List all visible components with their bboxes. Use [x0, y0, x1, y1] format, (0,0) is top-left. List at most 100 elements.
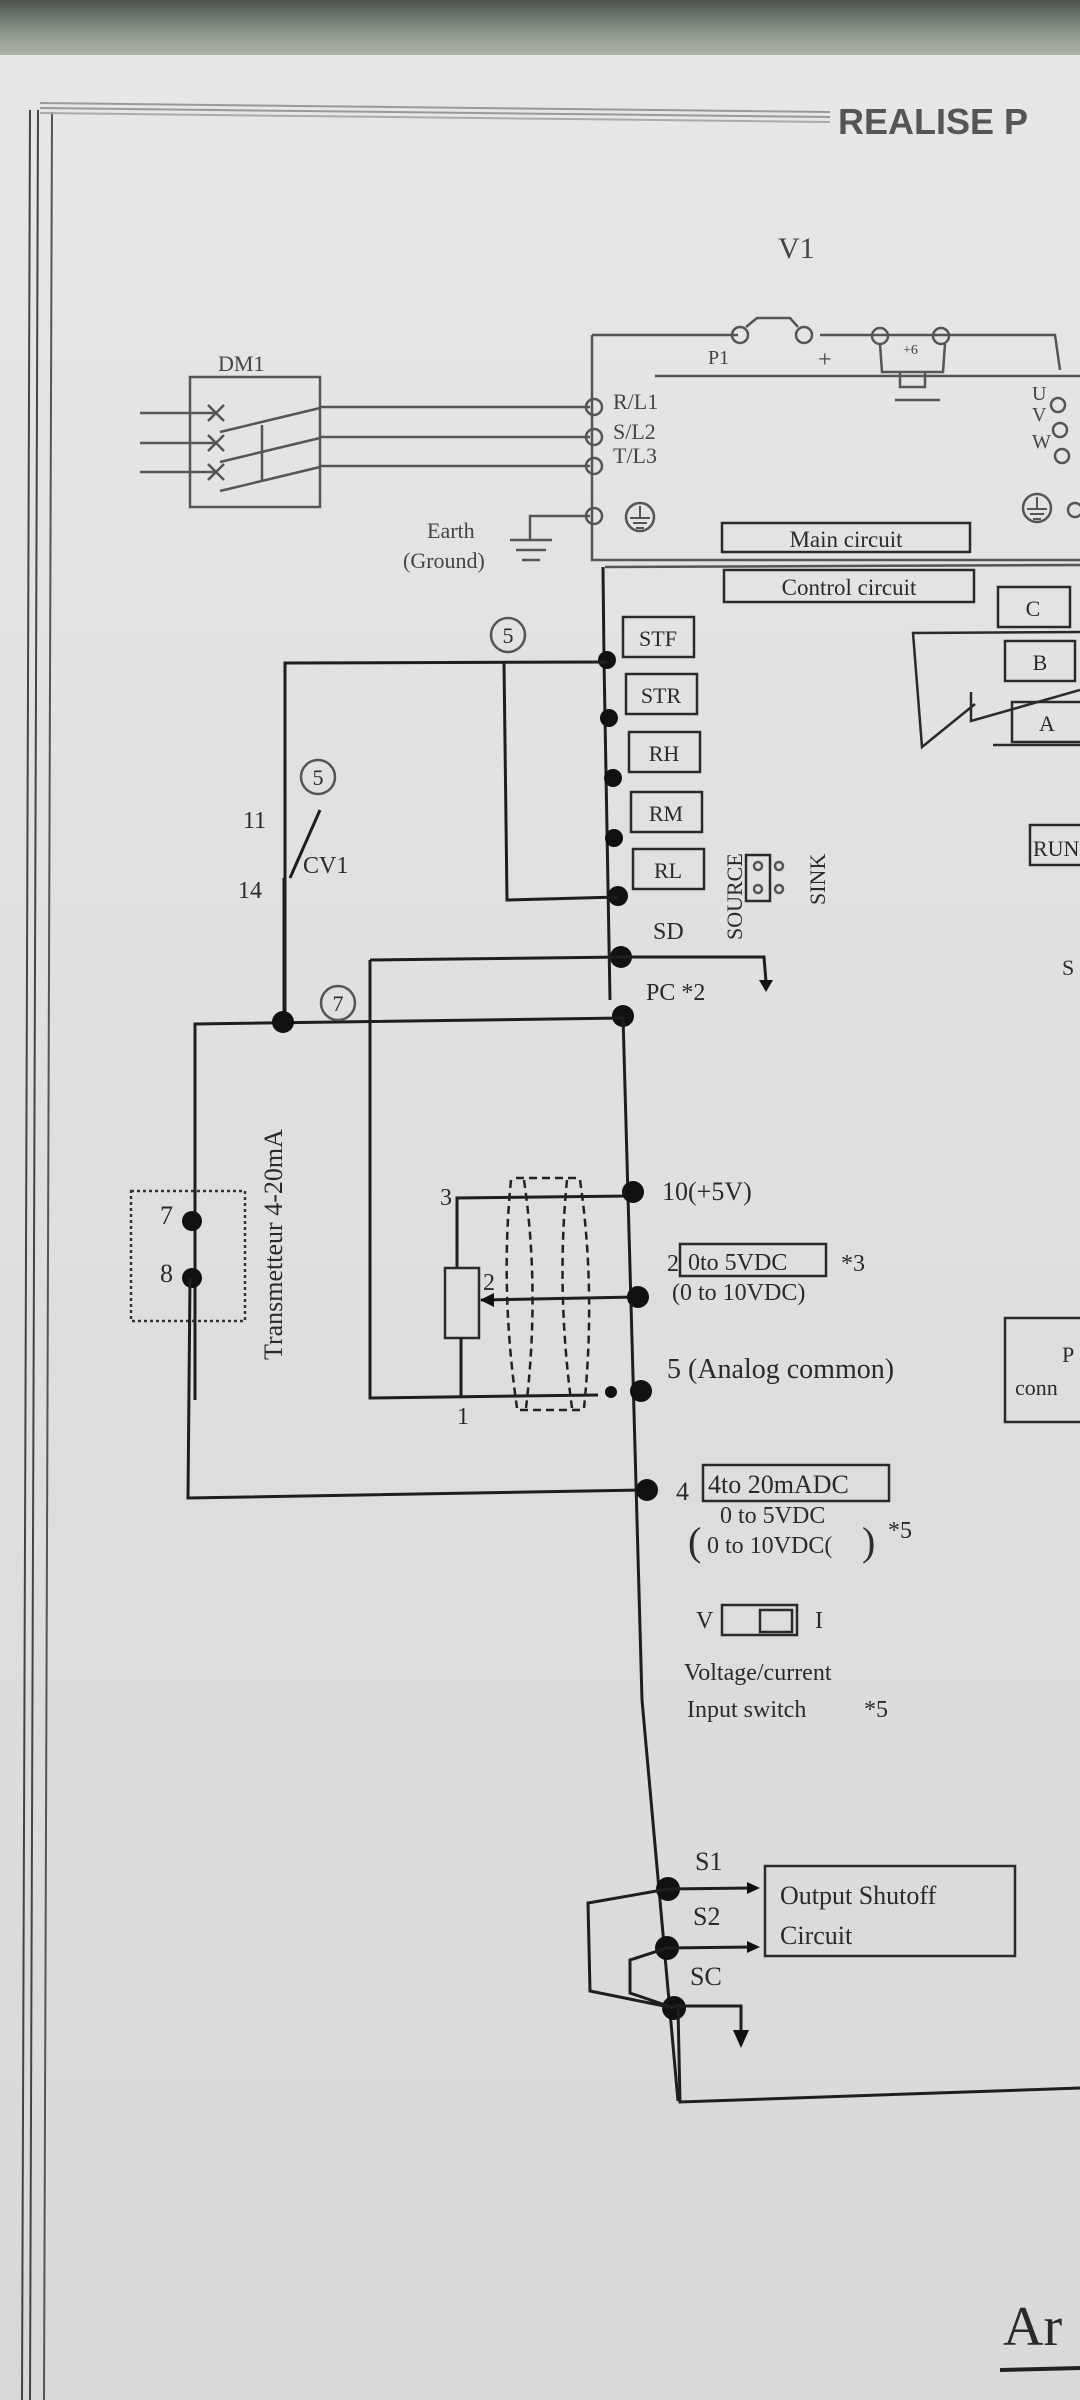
terminal-10: 10(+5V)	[662, 1177, 752, 1206]
terminal-rh: RH	[649, 741, 680, 766]
terminal-sd: SD	[653, 919, 684, 945]
control-circuit-block: Control circuit C B A RUN S P conn	[601, 563, 1080, 1424]
node-str	[600, 709, 618, 727]
page-frame	[21, 102, 831, 2400]
pot-pin-3: 3	[440, 1185, 452, 1211]
breaker-dm1: DM1	[140, 351, 590, 509]
pot-pin-1: 1	[457, 1404, 469, 1430]
wire-mark-5-top: 5	[503, 623, 514, 648]
output-shutoff-label-1: Output Shutoff	[780, 1881, 937, 1910]
relay-terminal-b: B	[1033, 650, 1048, 675]
terminal-4-alt-range-2: 0 to 10VDC(	[707, 1533, 832, 1559]
terminal-sc: SC	[690, 1962, 722, 1991]
breaker-label: DM1	[218, 351, 264, 376]
footer-heading: Ar	[999, 2296, 1080, 2372]
contact-pin-11: 11	[243, 808, 266, 834]
wire-mark-5-contact: 5	[313, 765, 324, 790]
terminal-4: 4	[676, 1477, 689, 1506]
output-shutoff-box	[763, 1864, 1017, 1958]
wiper-arrow-icon	[480, 1293, 494, 1307]
node-rl	[608, 886, 628, 906]
terminal-plus: +	[818, 347, 832, 373]
terminal-2-alt-range: (0 to 10VDC)	[672, 1280, 805, 1306]
terminal-rl: RL	[654, 858, 682, 883]
relay-terminal-c: C	[1026, 596, 1041, 621]
transmitter-pin-7-label: 7	[160, 1201, 173, 1230]
pu-connector-label: P	[1062, 1342, 1074, 1367]
source-label: SOURCE	[722, 853, 747, 940]
earth-label: Earth	[427, 518, 475, 543]
terminal-p1: P1	[708, 347, 729, 369]
node-terminal-2	[627, 1286, 649, 1308]
terminal-2-range: 0to 5VDC	[688, 1250, 787, 1276]
switch-note: *5	[864, 1697, 888, 1723]
switch-caption-line2: Input switch	[687, 1697, 806, 1723]
sink-label: SINK	[805, 854, 830, 905]
contact-label: CV1	[303, 853, 348, 879]
node-terminal-4	[636, 1479, 658, 1501]
s-terminal-partial: S	[1062, 955, 1074, 980]
node-stf	[598, 651, 616, 669]
terminal-v: V	[1032, 404, 1047, 426]
earth-symbol: Earth (Ground)	[403, 514, 590, 573]
node-transmitter-plus	[272, 1011, 294, 1033]
switch-i-label: I	[815, 1608, 823, 1634]
terminal-s-l2: S/L2	[613, 419, 656, 444]
pot-pin-2: 2	[483, 1270, 495, 1296]
input-terminals: STF STR RH RM RL SD PC *2 SOURCE SINK	[598, 615, 830, 1027]
relay-terminal-a: A	[1039, 711, 1055, 736]
terminal-s2: S2	[693, 1902, 720, 1931]
contact-cv1: 5 11 14 CV1	[238, 663, 348, 1018]
terminal-s1: S1	[695, 1847, 722, 1876]
wire-mark-7: 7	[333, 991, 344, 1016]
paren-right: )	[862, 1519, 875, 1564]
terminal-r-l1: R/L1	[613, 389, 658, 414]
paren-left: (	[688, 1519, 701, 1564]
safety-stop-terminals: S1 S2 SC Output Shutoff Circuit	[586, 1699, 1080, 2104]
terminal-4-range: 4to 20mADC	[708, 1470, 849, 1499]
transmitter-pin-8-label: 8	[160, 1259, 173, 1288]
terminal-pc: PC *2	[646, 980, 705, 1006]
node-terminal-5	[630, 1380, 652, 1402]
terminal-t-l3: T/L3	[613, 443, 657, 468]
terminal-str: STR	[641, 683, 682, 708]
terminal-5: 5 (Analog common)	[667, 1354, 894, 1385]
terminal-w: W	[1032, 431, 1051, 453]
terminal-stf: STF	[639, 626, 677, 651]
main-circuit-block: P1 + +6 R/L1 S/L2 T/L3 U V W	[584, 316, 1080, 562]
stf-wiring: 5	[283, 616, 619, 1015]
ground-label: (Ground)	[403, 548, 485, 573]
terminal-rm: RM	[649, 801, 683, 826]
contact-pin-14: 14	[238, 878, 262, 904]
terminal-brake: +6	[903, 343, 918, 358]
sd-arrow-icon	[759, 980, 773, 992]
switch-caption-line1: Voltage/current	[684, 1660, 832, 1686]
header-text: REALISE P	[838, 101, 1028, 142]
s1-arrow-icon	[747, 1882, 760, 1894]
terminal-4-alt-range-1: 0 to 5VDC	[720, 1503, 825, 1529]
transmitter: 7 8 Transmetteur 4-20mA	[129, 1129, 641, 1500]
voltage-current-switch[interactable]: V I Voltage/current Input switch *5	[684, 1603, 888, 1723]
footer-heading-partial: Ar	[1003, 2296, 1062, 2358]
transmitter-terminal-7	[182, 1211, 202, 1231]
potentiometer: 3 2 1	[440, 1176, 637, 1430]
s2-arrow-icon	[747, 1941, 760, 1953]
transmitter-label: Transmetteur 4-20mA	[259, 1129, 288, 1360]
ground-terminal-icon-right	[1021, 492, 1053, 524]
pu-connector-caption: conn	[1015, 1375, 1058, 1400]
output-shutoff-label-2: Circuit	[780, 1921, 853, 1950]
control-circuit-label: Control circuit	[782, 575, 917, 600]
transmitter-terminal-8	[182, 1268, 202, 1288]
terminal-2: 2	[667, 1251, 679, 1277]
drive-label: V1	[778, 232, 815, 265]
source-sink-jumper[interactable]	[744, 853, 785, 903]
analog-terminals: 10(+5V) 2 0to 5VDC *3 (0 to 10VDC) 5 (An…	[621, 1015, 912, 1701]
ground-terminal-icon	[624, 501, 656, 533]
node-terminal-10	[622, 1181, 644, 1203]
sc-arrow-icon	[733, 2030, 749, 2048]
node-rm	[605, 829, 623, 847]
run-terminal-partial: RUN	[1033, 836, 1080, 861]
terminal-2-note: *3	[841, 1251, 865, 1277]
